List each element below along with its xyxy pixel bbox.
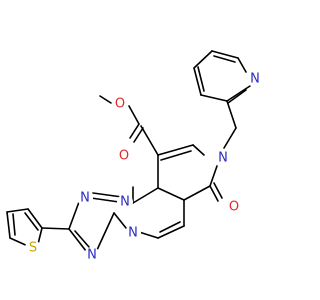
- atom-o-ketone: O: [226, 199, 242, 215]
- svg-text:N: N: [128, 226, 138, 241]
- molecule-structure-diagram: O O O N N N N N: [6, 50, 263, 263]
- atom-label-layer: O O O N N N N N: [25, 71, 263, 263]
- svg-text:N: N: [218, 151, 228, 166]
- atom-n-pyridine: N: [247, 71, 263, 87]
- svg-text:N: N: [80, 191, 90, 206]
- svg-text:O: O: [229, 200, 239, 215]
- atom-o-ester-ether: O: [112, 96, 128, 112]
- svg-text:O: O: [115, 97, 125, 112]
- svg-text:N: N: [250, 72, 260, 87]
- atom-n-triazole-bridge: N: [117, 194, 133, 210]
- atom-o-ester-carbonyl: O: [116, 148, 132, 164]
- atom-s-thiophene: S: [25, 240, 41, 256]
- svg-text:N: N: [120, 195, 130, 210]
- svg-text:O: O: [119, 149, 129, 164]
- bond-layer: [6, 50, 251, 252]
- atom-n-triazole-bottom: N: [84, 247, 100, 263]
- svg-text:S: S: [29, 241, 37, 256]
- atom-n-lactam: N: [215, 150, 231, 166]
- svg-text:N: N: [87, 248, 97, 263]
- atom-n-pyrimidine: N: [125, 225, 141, 241]
- atom-n-triazole-top: N: [77, 190, 93, 206]
